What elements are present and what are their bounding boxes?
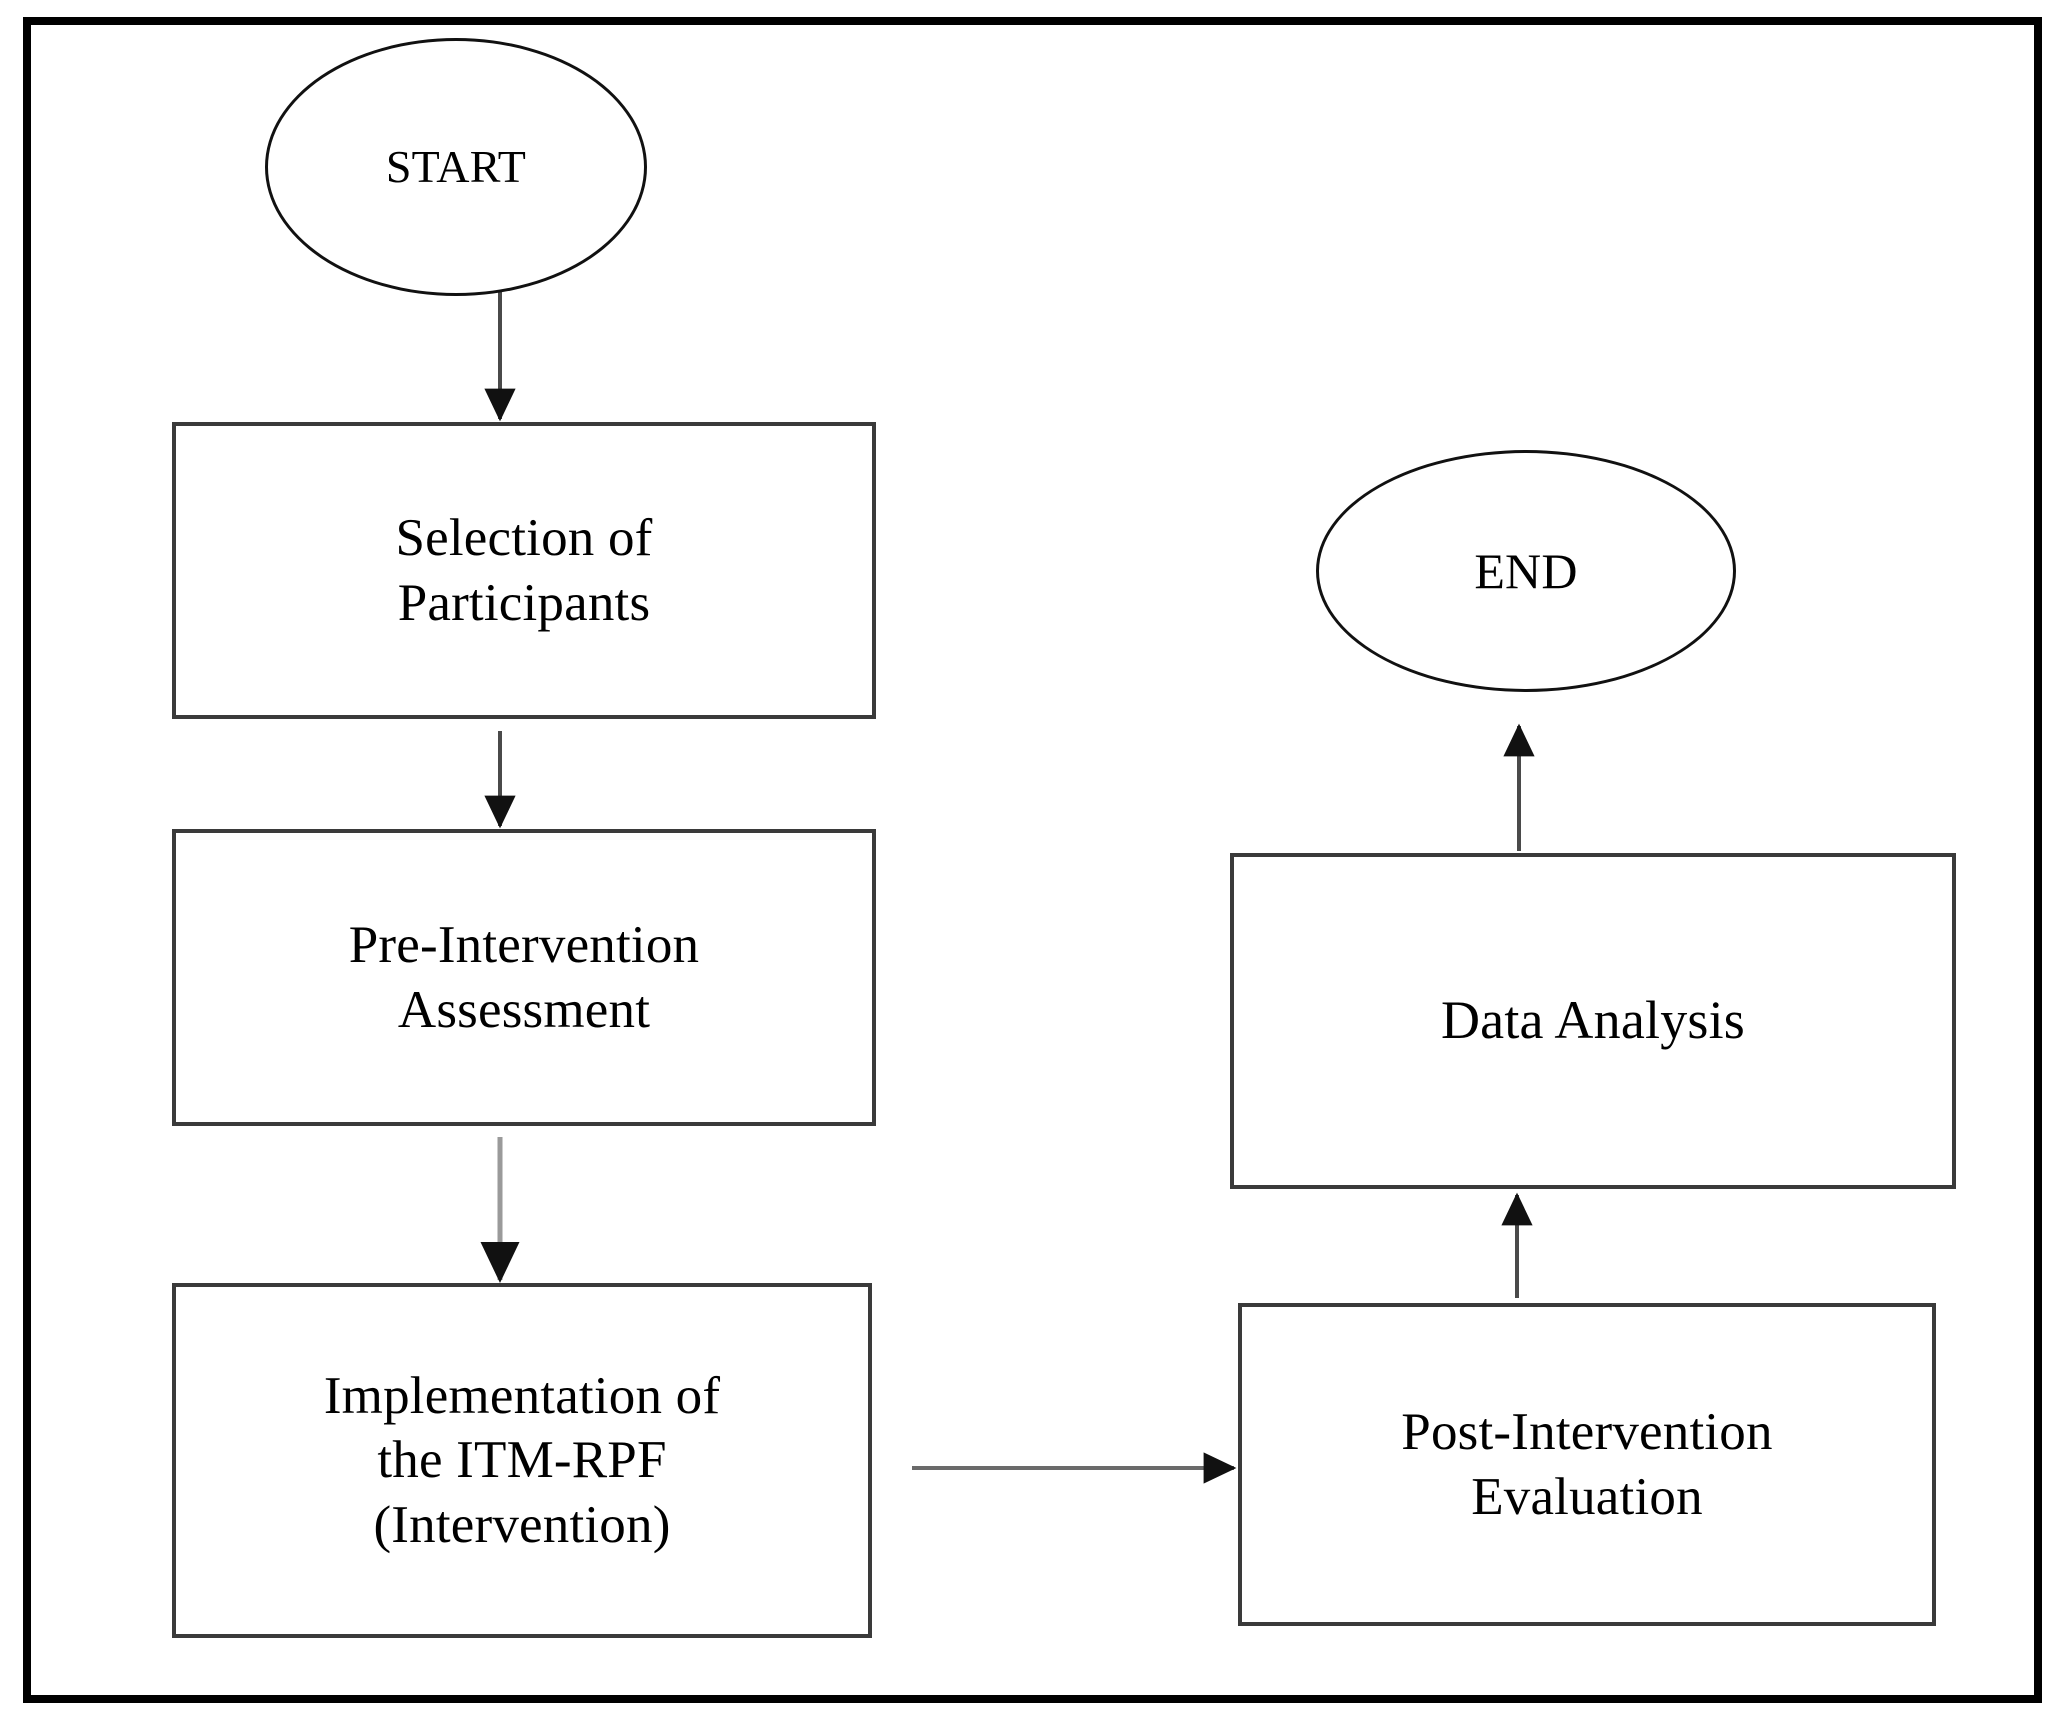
node-selection-of-participants[interactable]: Selection of Participants: [172, 422, 876, 719]
node-end[interactable]: END: [1316, 450, 1736, 692]
node-post-intervention-evaluation-label: Post-Intervention Evaluation: [1401, 1402, 1773, 1526]
node-selection-of-participants-label: Selection of Participants: [395, 508, 653, 632]
node-implementation-itm-rpf[interactable]: Implementation of the ITM-RPF (Intervent…: [172, 1283, 872, 1638]
node-post-intervention-evaluation[interactable]: Post-Intervention Evaluation: [1238, 1303, 1936, 1626]
node-pre-intervention-assessment[interactable]: Pre-Intervention Assessment: [172, 829, 876, 1126]
node-implementation-itm-rpf-label: Implementation of the ITM-RPF (Intervent…: [323, 1366, 721, 1554]
node-pre-intervention-assessment-label: Pre-Intervention Assessment: [348, 915, 700, 1039]
node-end-label: END: [1474, 542, 1578, 599]
node-start[interactable]: START: [265, 38, 647, 296]
node-data-analysis-label: Data Analysis: [1440, 990, 1746, 1051]
node-start-label: START: [385, 140, 527, 192]
node-data-analysis[interactable]: Data Analysis: [1230, 853, 1956, 1189]
